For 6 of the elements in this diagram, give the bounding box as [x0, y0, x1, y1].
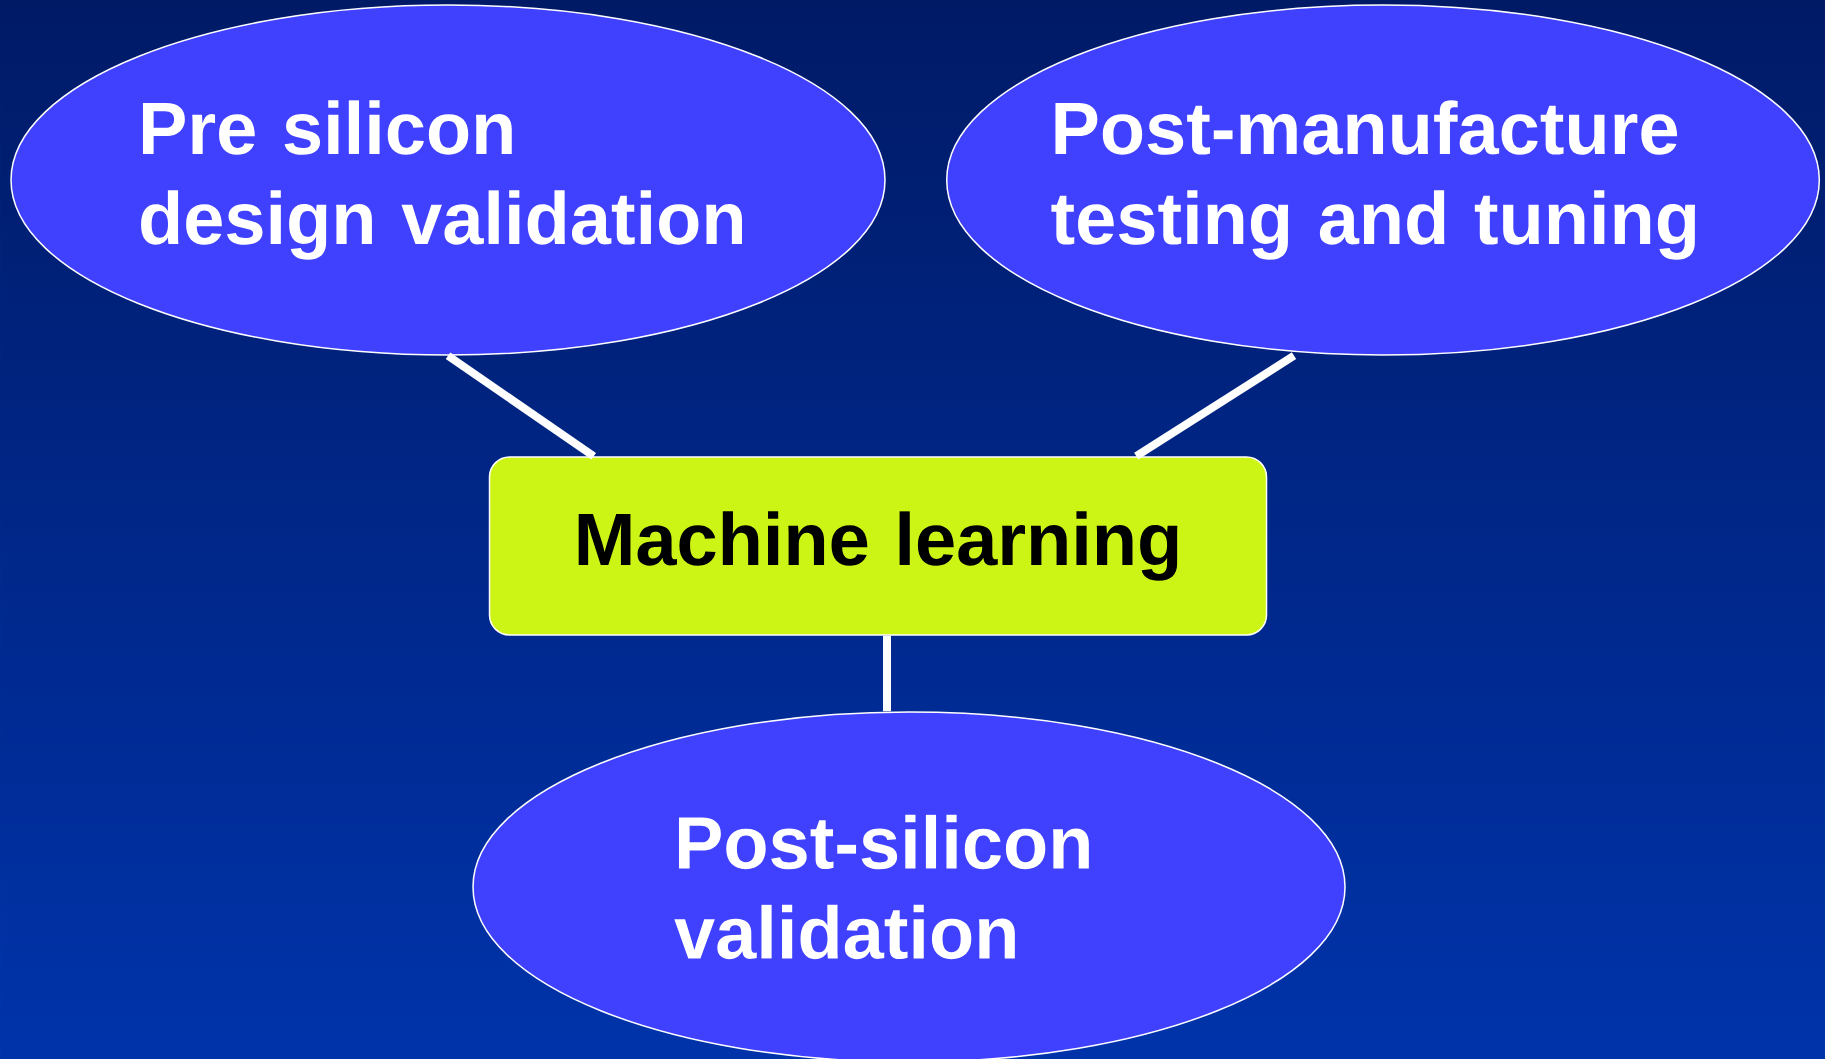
oval-node: Pre silicon design validation	[10, 4, 886, 356]
connector-line	[445, 352, 597, 460]
oval-node: Post-manufacture testing and tuning	[946, 4, 1821, 356]
oval-node: Post-silicon validation	[472, 711, 1346, 1059]
connector-line	[1134, 352, 1297, 460]
process-box: Machine learning	[488, 456, 1268, 636]
